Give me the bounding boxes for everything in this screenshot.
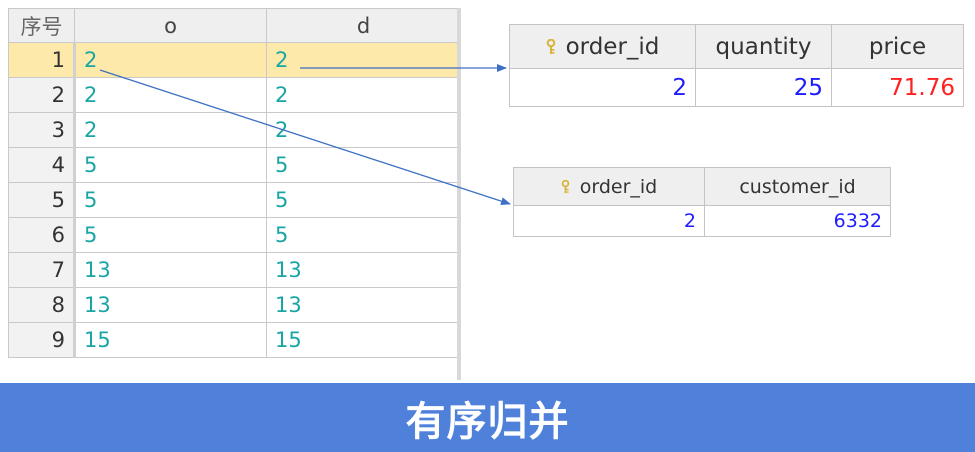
header-order-id-label: order_id: [579, 175, 658, 198]
row-index: 2: [8, 77, 76, 113]
table-row[interactable]: 8 13 13: [8, 287, 461, 323]
row-index: 1: [8, 42, 76, 78]
row-index: 6: [8, 217, 76, 253]
cell-price[interactable]: 71.76: [831, 68, 964, 107]
cell-o[interactable]: 13: [74, 287, 267, 323]
header-price[interactable]: price: [831, 24, 964, 69]
cell-order-id[interactable]: 2: [509, 68, 696, 107]
cell-customer-id[interactable]: 6332: [704, 205, 891, 237]
header-customer-id[interactable]: customer_id: [704, 167, 891, 206]
table-row[interactable]: 4 5 5: [8, 147, 461, 183]
row-index: 8: [8, 287, 76, 323]
cell-d[interactable]: 13: [266, 287, 461, 323]
row-index: 5: [8, 182, 76, 218]
cell-o[interactable]: 2: [74, 112, 267, 148]
row-index: 3: [8, 112, 76, 148]
row-index: 7: [8, 252, 76, 288]
title-banner: 有序归并: [0, 383, 975, 452]
table-row[interactable]: 3 2 2: [8, 112, 461, 148]
cell-d[interactable]: 2: [266, 42, 461, 78]
header-order-id-label: order_id: [565, 33, 660, 60]
table-row[interactable]: 5 5 5: [8, 182, 461, 218]
key-icon: [546, 38, 555, 54]
table-row[interactable]: 2 2 2: [8, 77, 461, 113]
cell-o[interactable]: 15: [74, 322, 267, 358]
order-detail-table: order_id quantity price 2 25 71.76: [509, 24, 964, 107]
header-order-id[interactable]: order_id: [509, 24, 696, 69]
cell-o[interactable]: 2: [74, 42, 267, 78]
cell-d[interactable]: 5: [266, 217, 461, 253]
banner-title: 有序归并: [405, 398, 570, 445]
key-icon: [561, 179, 569, 193]
table-row[interactable]: 2 25 71.76: [509, 68, 964, 107]
cell-o[interactable]: 5: [74, 182, 267, 218]
cell-o[interactable]: 5: [74, 147, 267, 183]
order-header: order_id customer_id: [513, 167, 891, 206]
header-index[interactable]: 序号: [8, 8, 75, 43]
table-row[interactable]: 1 2 2: [8, 42, 461, 78]
cell-d[interactable]: 5: [266, 147, 461, 183]
cell-quantity[interactable]: 25: [695, 68, 832, 107]
row-index: 9: [8, 322, 76, 358]
main-table: 序号 o d 1 2 2 2 2 2 3 2 2 4 5 5 5 5 5: [8, 8, 461, 358]
table-row[interactable]: 2 6332: [513, 205, 891, 237]
header-order-id[interactable]: order_id: [513, 167, 705, 206]
order-detail-header: order_id quantity price: [509, 24, 964, 69]
cell-o[interactable]: 2: [74, 77, 267, 113]
table-row[interactable]: 6 5 5: [8, 217, 461, 253]
order-table: order_id customer_id 2 6332: [513, 167, 891, 237]
row-index: 4: [8, 147, 76, 183]
grid-scroll-edge: [457, 8, 461, 380]
cell-order-id[interactable]: 2: [513, 205, 705, 237]
header-o[interactable]: o: [74, 8, 267, 43]
cell-o[interactable]: 5: [74, 217, 267, 253]
cell-o[interactable]: 13: [74, 252, 267, 288]
arrow-o-to-order: [99, 69, 511, 206]
